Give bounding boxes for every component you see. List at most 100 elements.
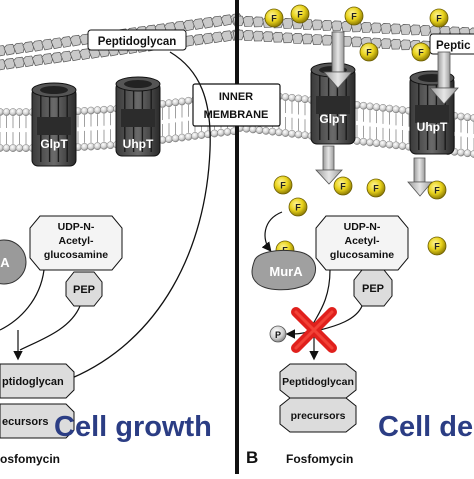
glpt-transporter-left — [31, 82, 77, 167]
left-substrate-arrow — [0, 269, 45, 331]
substrate-left-line1: UDP-N- — [58, 221, 95, 233]
product-right-line2: precursors — [291, 410, 346, 422]
outcome-right: Cell de — [378, 411, 473, 443]
influx-arrow-glpt — [323, 31, 353, 89]
fosfomycin-label: F — [297, 10, 303, 20]
fosfomycin-molecule: F — [290, 4, 310, 24]
efflux-arrow-glpt — [315, 145, 343, 185]
lipid-head — [392, 141, 400, 150]
panel-letter-b: B — [246, 448, 258, 467]
lipid-head — [106, 141, 115, 150]
udp-glcnac-box-left: UDP-N- Acetyl- glucosamine — [29, 215, 123, 271]
lipid-head — [398, 106, 407, 114]
substrate-left-line2: Acetyl- — [58, 235, 94, 247]
peptidoglycan-box-left: ptidoglycan — [0, 363, 75, 399]
lipid-head — [22, 144, 30, 152]
mura-left-label: A — [0, 255, 10, 270]
fosfomycin-label: F — [340, 182, 346, 192]
product-right-line1: Peptidoglycan — [282, 376, 354, 388]
lipid-head — [9, 144, 17, 152]
mura-right-label: MurA — [269, 264, 303, 279]
fosfomycin-label: F — [351, 12, 357, 22]
lipid-head — [93, 106, 102, 115]
peptidoglycan-unit — [242, 30, 255, 41]
lipid-head — [249, 125, 257, 134]
lipid-head — [301, 131, 309, 140]
lipid-head — [359, 101, 368, 110]
phosphate-ball: P — [269, 325, 287, 343]
lipid-head — [87, 142, 95, 151]
outcome-left: Cell growth — [54, 411, 212, 443]
lipid-head — [178, 133, 186, 142]
lipid-head — [9, 108, 17, 116]
product-left-line2: ecursors — [2, 416, 48, 428]
glpt-label-right: GlpT — [319, 112, 347, 126]
lipid-head — [165, 135, 173, 144]
barrel-label-band — [37, 117, 71, 135]
lipid-head — [80, 107, 89, 115]
peptidoglycan-box-right: Peptidoglycan — [279, 363, 357, 399]
substrate-left-line3: glucosamine — [44, 249, 108, 261]
lipid-head — [398, 142, 407, 150]
lipid-head — [197, 131, 206, 139]
fosfomycin-molecule: F — [411, 42, 431, 62]
lipid-head — [385, 104, 394, 113]
precursors-box-left: ecursors — [0, 403, 75, 439]
fosfomycin-molecule: F — [264, 8, 284, 28]
peptidoglycan-unit — [399, 39, 412, 51]
lipid-head — [15, 108, 24, 116]
barrel-label-band — [415, 105, 449, 123]
barrel-pore — [40, 86, 68, 94]
lipid-head — [262, 127, 270, 135]
lipid-head — [372, 139, 381, 148]
peptidoglycan-unit — [321, 34, 333, 46]
fosfomycin-molecule: F — [288, 197, 308, 217]
lipid-head — [165, 99, 173, 108]
lipid-head — [457, 148, 465, 157]
lipid-head — [359, 137, 368, 146]
lipid-head — [100, 105, 108, 114]
influx-arrow-uhpt — [429, 51, 459, 105]
lipid-head — [223, 128, 232, 136]
peptidoglycan-unit — [321, 20, 333, 31]
peptidoglycan-unit — [370, 22, 383, 34]
lipid-head — [392, 105, 400, 114]
substrate-right-line3: glucosamine — [330, 249, 394, 261]
peptidoglycan-unit — [380, 23, 392, 34]
fosfomycin-molecule: F — [427, 236, 447, 256]
lipid-head — [294, 130, 303, 139]
lipid-head — [301, 95, 309, 104]
peptidoglycan-unit — [281, 32, 294, 44]
fosfomycin-label: F — [295, 203, 301, 213]
lipid-head — [463, 113, 472, 122]
left-feedback-line — [71, 51, 211, 379]
fosfomycin-label: F — [373, 184, 379, 194]
peptidoglycan-unit — [252, 30, 265, 42]
udp-glcnac-box-right: UDP-N- Acetyl- glucosamine — [315, 215, 409, 271]
lipid-head — [275, 128, 283, 137]
lipid-head — [100, 141, 108, 150]
uhpt-label-left: UhpT — [123, 137, 154, 151]
inhibition-cross — [291, 307, 337, 353]
lipid-head — [2, 108, 11, 116]
fosfomycin-label: F — [418, 48, 424, 58]
lipid-head — [87, 106, 95, 115]
fosfomycin-molecule: F — [359, 42, 379, 62]
barrel-label-band — [121, 109, 155, 127]
lipid-head — [255, 126, 264, 135]
right-pep-arrow — [319, 305, 363, 331]
lipid-head — [294, 94, 303, 103]
fosfomycin-label: F — [366, 48, 372, 58]
inner-membrane-label: INNER MEMBRANE — [192, 83, 281, 127]
fosfomycin-label: F — [436, 14, 442, 24]
uhpt-transporter-left — [115, 76, 161, 157]
peptidoglycan-unit — [301, 33, 314, 45]
lipid-head — [366, 138, 374, 147]
membrane-label-line2: MEMBRANE — [204, 109, 269, 121]
peptidoglycan-unit — [311, 19, 324, 31]
lipid-head — [171, 98, 180, 107]
lipid-head — [470, 150, 474, 158]
peptidoglycan-unit — [419, 25, 432, 36]
lipid-head — [191, 132, 199, 140]
mura-enzyme-right: MurA — [251, 249, 316, 291]
